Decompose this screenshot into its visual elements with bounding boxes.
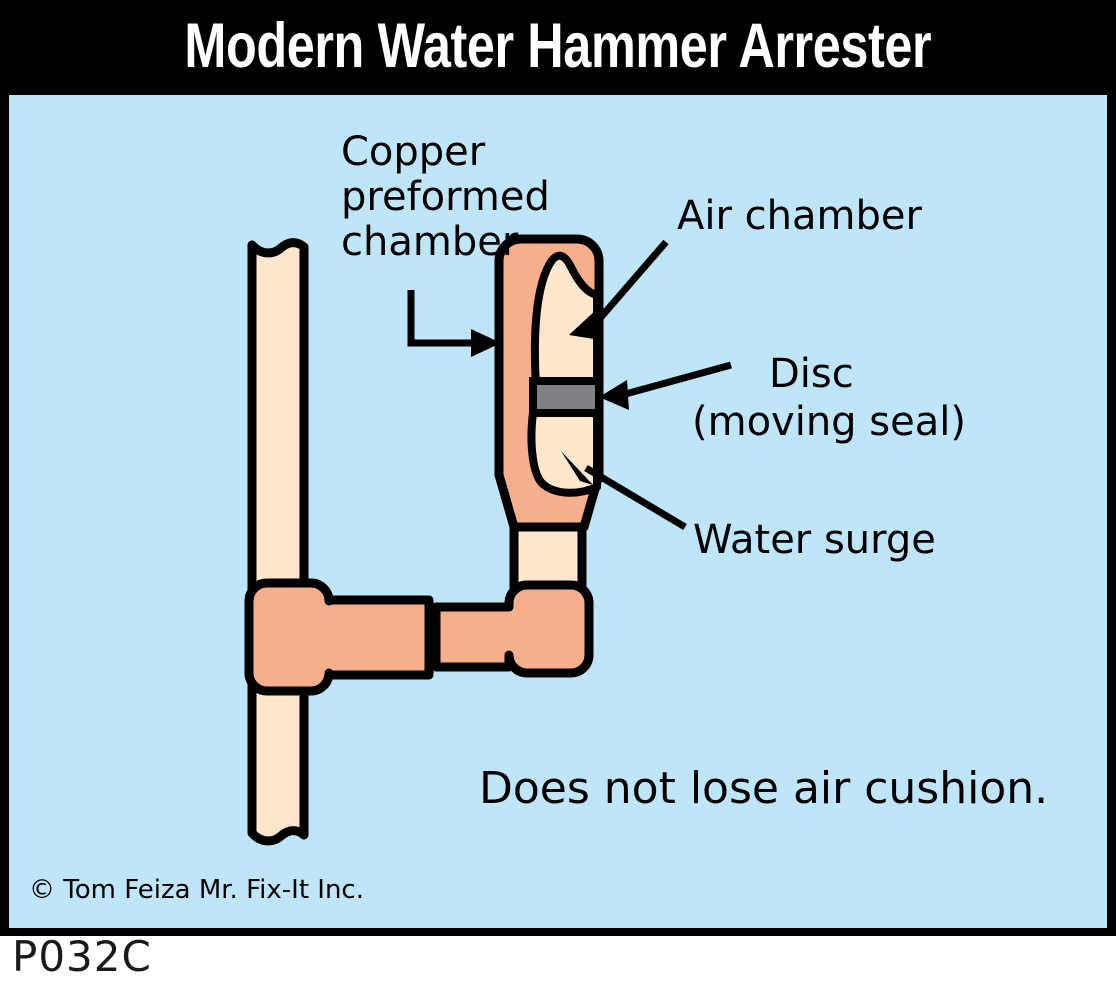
air-chamber-leader	[569, 239, 669, 340]
credit-text: © Tom Feiza Mr. Fix-It Inc.	[29, 875, 364, 905]
label-disc-line2: (moving seal)	[692, 399, 966, 445]
supply-pipe-vertical	[247, 238, 309, 846]
disc-leader	[599, 361, 732, 410]
label-copper-chamber-line3: chamber	[341, 219, 519, 265]
label-water-surge: Water surge	[693, 517, 936, 563]
air-chamber-cavity	[530, 251, 601, 389]
label-air-chamber: Air chamber	[677, 193, 922, 239]
label-copper-chamber-line2: preformed	[341, 174, 550, 220]
caption-text: Does not lose air cushion.	[479, 763, 1048, 814]
title-bar: Modern Water Hammer Arrester	[0, 0, 1116, 92]
copper-chamber-leader	[407, 290, 501, 357]
page-title: Modern Water Hammer Arrester	[184, 10, 932, 81]
tee-fitting	[244, 578, 434, 696]
label-copper-chamber-line1: Copper	[341, 129, 486, 175]
water-surge-leader	[561, 451, 687, 531]
figure-code: P032C	[12, 932, 152, 981]
label-disc-line1: Disc	[769, 351, 854, 397]
illustration-panel: Copper preformed chamber Air chamber Dis…	[9, 95, 1107, 928]
diagram-svg: Copper preformed chamber Air chamber Dis…	[29, 129, 1048, 905]
code-strip: P032C	[0, 932, 1116, 981]
elbow-fitting	[431, 580, 594, 678]
